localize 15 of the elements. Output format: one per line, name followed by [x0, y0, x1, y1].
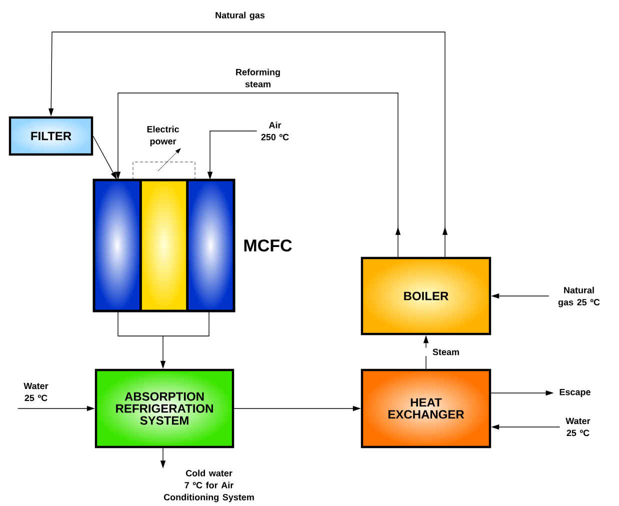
process-box: HEAT EXCHANGER	[360, 368, 492, 448]
stream-label: Natural gas 25 ºC	[558, 286, 600, 308]
process-box: FILTER	[8, 116, 94, 156]
stream-label: Water 25 ºC	[566, 418, 590, 436]
stack-title: MCFC	[244, 239, 292, 252]
stream-label: Escape	[560, 388, 590, 398]
edge-label: Natural gas	[216, 12, 265, 20]
stream-label: Water 25 ºC	[24, 382, 48, 402]
power-label: Electric power	[147, 126, 179, 146]
edge-label: Steam	[432, 348, 459, 356]
edge-label: Reforming steam	[236, 68, 280, 88]
process-box: BOILER	[360, 256, 492, 336]
stream-label: Air 250 ºC	[261, 122, 289, 140]
stream-label: Cold water 7 ºC for Air Conditioning System	[164, 470, 254, 502]
process-box: ABSORPTION REFRIGERATION SYSTEM	[94, 368, 234, 448]
